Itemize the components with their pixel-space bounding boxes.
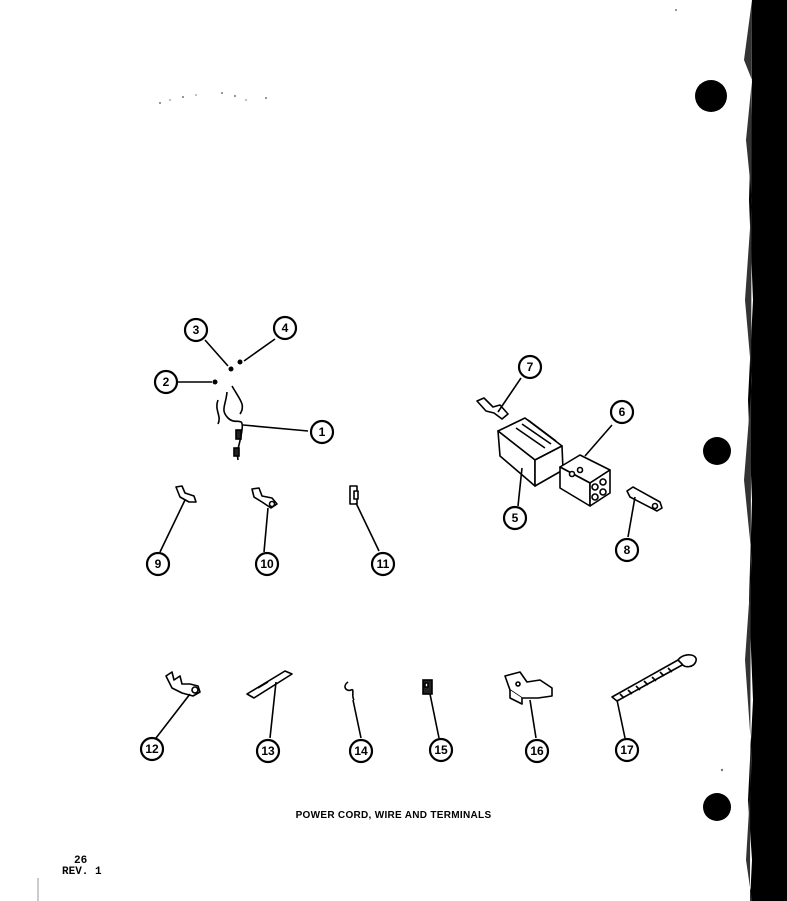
svg-text:6: 6 xyxy=(619,405,626,419)
part-connector-15 xyxy=(422,679,433,695)
callout-1: 1 xyxy=(309,419,335,445)
scan-specks xyxy=(159,9,724,772)
page-number: 26 xyxy=(74,855,88,867)
part-power-cord xyxy=(216,385,244,461)
svg-text:5: 5 xyxy=(512,511,519,525)
callout-7: 7 xyxy=(517,354,543,380)
svg-text:7: 7 xyxy=(527,360,534,374)
page-number-block: 26 REV. 1 xyxy=(62,856,102,878)
part-clip-14 xyxy=(344,681,355,701)
svg-text:8: 8 xyxy=(624,543,631,557)
svg-text:14: 14 xyxy=(354,744,368,758)
svg-text:13: 13 xyxy=(261,744,275,758)
part-connector-plug-6 xyxy=(559,454,611,507)
callout-5: 5 xyxy=(502,505,528,531)
part-terminal-10 xyxy=(251,487,278,509)
callout-17: 17 xyxy=(614,737,640,763)
svg-text:9: 9 xyxy=(155,557,162,571)
callout-3: 3 xyxy=(183,317,209,343)
callout-6: 6 xyxy=(609,399,635,425)
svg-text:15: 15 xyxy=(434,743,448,757)
svg-text:10: 10 xyxy=(260,557,274,571)
part-clip-11 xyxy=(349,485,359,505)
part-wire-nut-2 xyxy=(212,379,218,385)
svg-text:17: 17 xyxy=(620,743,634,757)
binder-hole-bottom xyxy=(703,793,731,821)
callout-13: 13 xyxy=(255,738,281,764)
part-connector-housing-5 xyxy=(497,417,564,487)
part-splice-13 xyxy=(246,670,293,699)
svg-text:1: 1 xyxy=(319,425,326,439)
binder-hole-middle xyxy=(703,437,731,465)
svg-text:12: 12 xyxy=(145,742,159,756)
callout-12: 12 xyxy=(139,736,165,762)
binder-hole-top xyxy=(695,80,727,112)
part-terminal-8 xyxy=(626,486,663,512)
callout-14: 14 xyxy=(348,738,374,764)
svg-text:11: 11 xyxy=(377,557,390,571)
svg-text:2: 2 xyxy=(163,375,170,389)
binder-edge xyxy=(744,0,787,901)
callout-10: 10 xyxy=(254,551,280,577)
callout-15: 15 xyxy=(428,737,454,763)
part-bracket-16 xyxy=(504,671,553,705)
callout-8: 8 xyxy=(614,537,640,563)
part-terminal-7 xyxy=(476,397,509,420)
callout-4: 4 xyxy=(272,315,298,341)
diagram-caption: POWER CORD, WIRE AND TERMINALS xyxy=(295,810,492,821)
callout-9: 9 xyxy=(145,551,171,577)
callout-11: 11 xyxy=(370,551,396,577)
callout-2: 2 xyxy=(153,369,179,395)
revision-label: REV. 1 xyxy=(62,866,102,878)
part-wire-nut-4 xyxy=(237,359,243,365)
svg-text:4: 4 xyxy=(282,321,289,335)
callout-16: 16 xyxy=(524,738,550,764)
part-terminal-9 xyxy=(175,485,197,503)
leader-lines xyxy=(155,338,636,739)
svg-text:16: 16 xyxy=(530,744,544,758)
part-wire-nut-3 xyxy=(228,366,234,372)
svg-text:3: 3 xyxy=(193,323,200,337)
part-cable-tie-17 xyxy=(611,654,697,702)
part-ring-terminal-12 xyxy=(165,671,201,697)
